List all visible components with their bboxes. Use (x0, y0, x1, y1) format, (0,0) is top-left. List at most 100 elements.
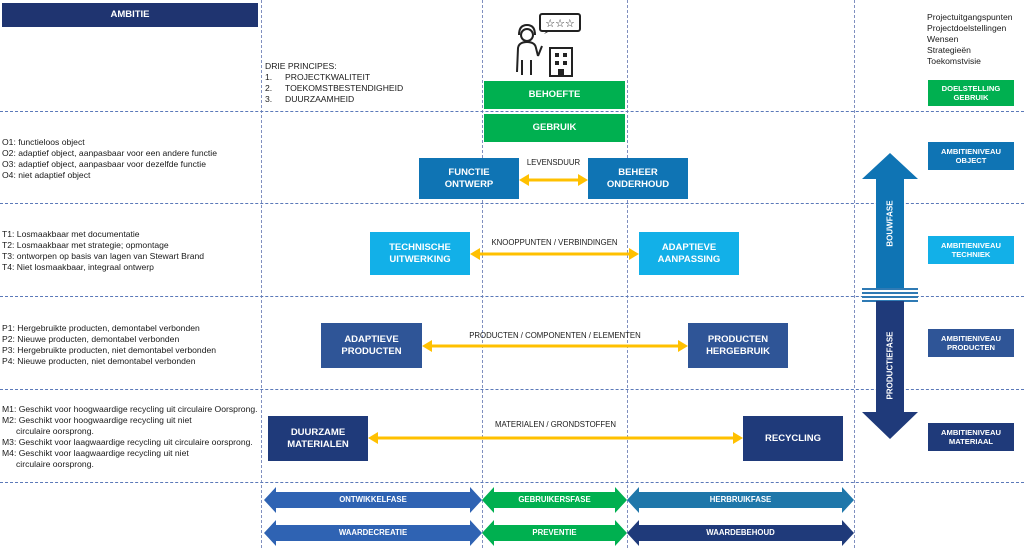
project-list-item: Strategieën (927, 45, 971, 55)
materiaal-level-item: M1: Geschikt voor hoogwaardige recycling… (2, 404, 258, 414)
box-label-line: AMBITIENIVEAU (941, 146, 1001, 156)
materiaal-level-item: M3: Geschikt voor laagwaardige recycling… (2, 437, 253, 447)
object-level-item: O1: functieloos object (2, 137, 85, 147)
producten-level-list: P1: Hergebruikte producten, demontabel v… (2, 323, 216, 367)
box-label-line: DOELSTELLING (941, 83, 1001, 93)
materiaal-level-item: circulaire oorsprong. (16, 459, 94, 469)
functie-ontwerp-box: FUNCTIE ONTWERP (419, 158, 519, 199)
principle-number: 2. (265, 83, 273, 93)
techniek-level-item: T4: Niet losmaakbaar, integraal ontwerp (2, 262, 154, 272)
waardecreatie-label: WAARDECREATIE (338, 528, 408, 537)
duurzame-materialen-box: DUURZAME MATERIALEN (268, 416, 368, 461)
ambitieniveau-materiaal-box: AMBITIENIVEAU MATERIAAL (928, 423, 1014, 451)
principle-text: PROJECTKWALITEIT (285, 72, 371, 82)
box-label-line: ADAPTIEVE (344, 333, 399, 345)
box-label-line: MATERIALEN (287, 438, 349, 450)
waardebehoud-label: WAARDEBEHOUD (706, 528, 775, 537)
adaptieve-producten-box: ADAPTIEVE PRODUCTEN (321, 323, 422, 368)
box-label-line: TECHNISCHE (389, 241, 451, 253)
productiefase-label: PRODUCTIEFASE (885, 330, 895, 400)
double-arrow-materialen (368, 432, 743, 444)
technische-uitwerking-box: TECHNISCHE UITWERKING (370, 232, 470, 275)
techniek-level-item: T1: Losmaakbaar met documentatie (2, 229, 140, 239)
principle-text: TOEKOMSTBESTENDIGHEID (285, 83, 404, 93)
grid-column-line (627, 0, 628, 548)
adaptieve-aanpassing-box: ADAPTIEVE AANPASSING (639, 232, 739, 275)
box-label-line: AANPASSING (657, 253, 721, 265)
materiaal-level-item: M4: Geschikt voor laagwaardige recycling… (2, 448, 189, 458)
producten-componenten-label: PRODUCTEN / COMPONENTEN / ELEMENTEN (469, 331, 641, 340)
object-level-item: O4: niet adaptief object (2, 170, 91, 180)
box-label-line: OBJECT (955, 156, 987, 165)
doelstelling-gebruik-box: DOELSTELLING GEBRUIK (928, 80, 1014, 106)
producten-level-item: P3: Hergebruikte producten, niet demonta… (2, 345, 217, 355)
materiaal-level-item: M2: Geschikt voor hoogwaardige recycling… (2, 415, 192, 425)
principle-text: DUURZAAMHEID (285, 94, 355, 104)
box-label-line: HERGEBRUIK (706, 345, 770, 357)
object-level-list: O1: functieloos object O2: adaptief obje… (2, 137, 217, 181)
producten-hergebruik-box: PRODUCTEN HERGEBRUIK (688, 323, 788, 368)
principles-title: DRIE PRINCIPES: (265, 61, 337, 71)
ambitieniveau-producten-box: AMBITIENIVEAU PRODUCTEN (928, 329, 1014, 357)
grid-column-line (854, 0, 855, 548)
producten-level-item: P1: Hergebruikte producten, demontabel v… (2, 323, 200, 333)
box-label-line: MATERIAAL (948, 437, 994, 446)
object-level-item: O3: adaptief object, aanpasbaar voor dez… (2, 159, 207, 169)
grid-row-line (0, 111, 1024, 112)
phase-divider-stripes (862, 288, 918, 302)
ambitieniveau-object-box: AMBITIENIVEAU OBJECT (928, 142, 1014, 170)
project-list: Projectuitgangspunten Projectdoelstellin… (927, 12, 1013, 67)
box-label-line: DUURZAME (290, 426, 346, 438)
grid-column-line (482, 0, 483, 548)
materiaal-level-item: circulaire oorsprong. (16, 426, 94, 436)
techniek-level-list: T1: Losmaakbaar met documentatie T2: Los… (2, 229, 204, 273)
box-label-line: UITWERKING (389, 253, 451, 265)
box-label-line: AMBITIENIVEAU (941, 240, 1001, 250)
gebruik-box: GEBRUIK (484, 114, 625, 142)
producten-level-item: P2: Nieuwe producten, demontabel verbond… (2, 334, 180, 344)
project-list-item: Toekomstvisie (927, 56, 981, 66)
bouwfase-label: BOUWFASE (885, 199, 895, 247)
grid-row-line (0, 203, 1024, 204)
materialen-grondstoffen-label: MATERIALEN / GRONDSTOFFEN (494, 420, 616, 429)
materiaal-level-list: M1: Geschikt voor hoogwaardige recycling… (2, 404, 258, 470)
box-label-line: AMBITIENIVEAU (941, 333, 1001, 343)
box-label-line: FUNCTIE (448, 166, 490, 178)
knooppunten-label: KNOOPPUNTEN / VERBINDINGEN (491, 238, 618, 247)
project-list-item: Wensen (927, 34, 959, 44)
gebruikersfase-label: GEBRUIKERSFASE (518, 495, 591, 504)
grid-row-line (0, 296, 1024, 297)
box-label-line: PRODUCTEN (946, 343, 996, 352)
principle-number: 1. (265, 72, 273, 82)
box-label-line: ONDERHOUD (606, 178, 670, 190)
box-label-line: ONTWERP (444, 178, 494, 190)
techniek-level-item: T3: ontworpen op basis van lagen van Ste… (2, 251, 205, 261)
beheer-onderhoud-box: BEHEER ONDERHOUD (588, 158, 688, 199)
box-label-line: PRODUCTEN (341, 345, 402, 357)
productiefase-label-wrap: PRODUCTIEFASE (883, 330, 897, 400)
principles-block: DRIE PRINCIPES: 1. PROJECTKWALITEIT 2. TOE… (265, 61, 403, 105)
box-label-line: AMBITIENIVEAU (941, 427, 1001, 437)
ambitie-header: AMBITIE (2, 3, 258, 27)
box-label-line: BEHEER (618, 166, 658, 178)
grid-column-line (261, 0, 262, 548)
grid-row-line (0, 389, 1024, 390)
principle-number: 3. (265, 94, 273, 104)
productiefase-arrow (862, 301, 918, 439)
grid-row-line (0, 482, 1024, 483)
box-label-line: GEBRUIK (953, 93, 989, 102)
behoefte-box: BEHOEFTE (484, 81, 625, 109)
recycling-box: RECYCLING (743, 416, 843, 461)
project-list-item: Projectuitgangspunten (927, 12, 1013, 22)
ambitieniveau-techniek-box: AMBITIENIVEAU TECHNIEK (928, 236, 1014, 264)
ontwikkelfase-label: ONTWIKKELFASE (339, 495, 407, 504)
double-arrow-levensduur (519, 174, 588, 186)
box-label-line: ADAPTIEVE (661, 241, 717, 253)
double-arrow-producten (422, 340, 688, 352)
bottom-phase-arrows (264, 487, 854, 546)
herbruikfase-label: HERBRUIKFASE (709, 495, 772, 504)
object-level-item: O2: adaptief object, aanpasbaar voor een… (2, 148, 217, 158)
double-arrow-knooppunten (470, 248, 639, 260)
box-label-line: TECHNIEK (951, 250, 991, 259)
levensduur-label: LEVENSDUUR (526, 158, 581, 167)
